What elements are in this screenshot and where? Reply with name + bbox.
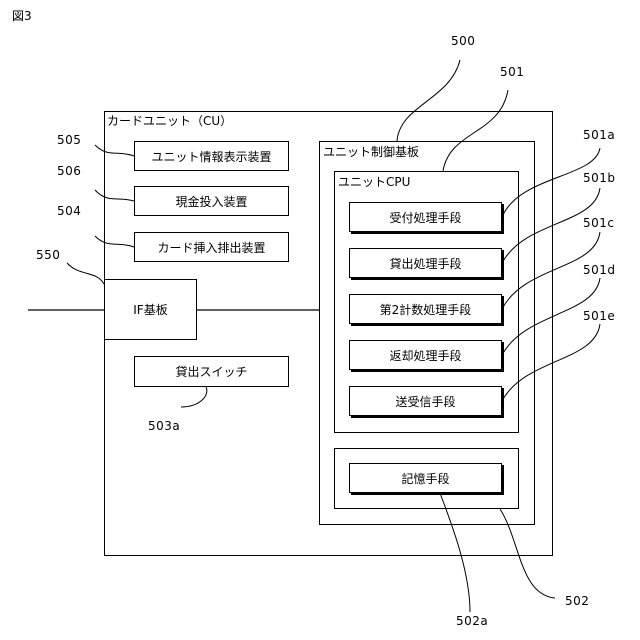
- ref-505: 505: [57, 133, 81, 147]
- unit-info-display-box: ユニット情報表示装置: [134, 141, 289, 171]
- ref-550: 550: [36, 248, 60, 262]
- cash-input-box: 現金投入装置: [134, 186, 289, 216]
- card-insert-eject-box: カード挿入排出装置: [134, 232, 289, 262]
- lending-means-label: 貸出処理手段: [350, 249, 501, 277]
- transceiver-means-box: 送受信手段: [349, 386, 502, 416]
- lend-switch-box: 貸出スイッチ: [134, 356, 289, 387]
- cash-input-label: 現金投入装置: [135, 187, 288, 215]
- second-counting-means-box: 第2計数処理手段: [349, 294, 502, 324]
- ref-502: 502: [565, 594, 589, 608]
- ref-501c: 501c: [583, 216, 615, 230]
- ref-500: 500: [451, 34, 475, 48]
- leader-550: [67, 263, 104, 284]
- ref-503a: 503a: [148, 419, 180, 433]
- unit-cpu-title: ユニットCPU: [338, 175, 410, 189]
- second-counting-means-label: 第2計数処理手段: [350, 295, 501, 323]
- unit-control-board-title: ユニット制御基板: [323, 145, 419, 159]
- return-means-label: 返却処理手段: [350, 341, 501, 369]
- transceiver-means-label: 送受信手段: [350, 387, 501, 415]
- lend-switch-label: 貸出スイッチ: [135, 357, 288, 386]
- card-insert-eject-label: カード挿入排出装置: [135, 233, 288, 261]
- figure-label: 図3: [12, 9, 32, 23]
- if-board-box: IF基板: [104, 279, 197, 340]
- memory-means-label: 記憶手段: [350, 464, 501, 492]
- ref-501e: 501e: [583, 309, 615, 323]
- reception-means-box: 受付処理手段: [349, 202, 502, 232]
- ref-501b: 501b: [583, 171, 616, 185]
- reception-means-label: 受付処理手段: [350, 203, 501, 231]
- card-unit-title: カードユニット（CU）: [107, 114, 232, 128]
- unit-info-display-label: ユニット情報表示装置: [135, 142, 288, 170]
- ref-501a: 501a: [583, 128, 615, 142]
- ref-501: 501: [500, 65, 524, 79]
- ref-502a: 502a: [456, 614, 488, 628]
- ref-501d: 501d: [583, 263, 616, 277]
- memory-means-box: 記憶手段: [349, 463, 502, 493]
- return-means-box: 返却処理手段: [349, 340, 502, 370]
- ref-506: 506: [57, 164, 81, 178]
- ref-504: 504: [57, 204, 81, 218]
- lending-means-box: 貸出処理手段: [349, 248, 502, 278]
- if-board-label: IF基板: [105, 280, 196, 339]
